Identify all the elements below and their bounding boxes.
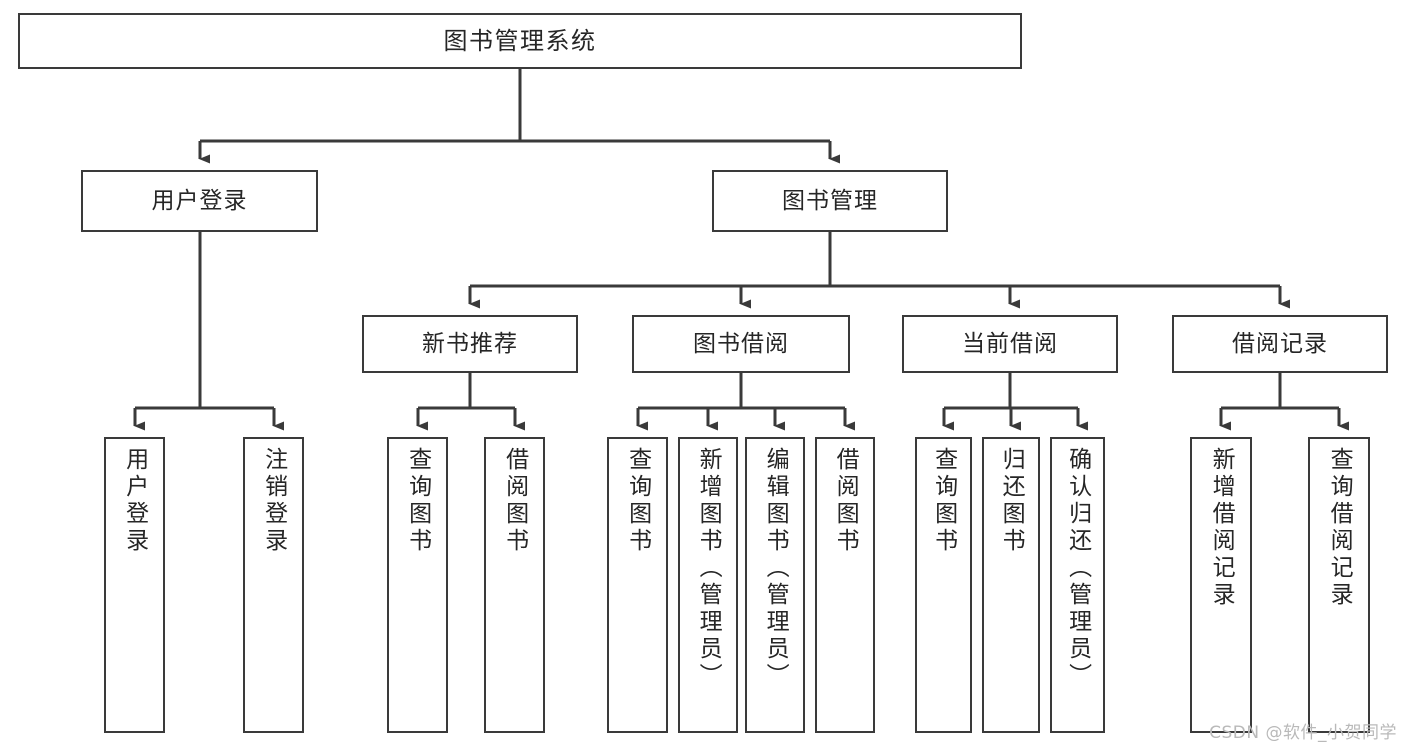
node-label: 图书借阅 bbox=[693, 330, 789, 357]
node-label: 新书推荐 bbox=[422, 330, 518, 357]
node-label: 查询图书 bbox=[624, 447, 651, 555]
node-label: 当前借阅 bbox=[962, 330, 1058, 357]
node-leaf-logout[interactable]: 注销登录 bbox=[243, 437, 304, 733]
node-label: 编辑图书（管理员） bbox=[762, 447, 789, 690]
node-leaf-add-record[interactable]: 新增借阅记录 bbox=[1190, 437, 1252, 733]
node-leaf-query-book-1[interactable]: 查询图书 bbox=[387, 437, 448, 733]
node-label: 用户登录 bbox=[121, 447, 148, 555]
node-leaf-confirm-return[interactable]: 确认归还（管理员） bbox=[1050, 437, 1105, 733]
node-leaf-add-book[interactable]: 新增图书（管理员） bbox=[678, 437, 738, 733]
node-leaf-edit-book[interactable]: 编辑图书（管理员） bbox=[745, 437, 805, 733]
node-label: 归还图书 bbox=[998, 447, 1025, 555]
node-label: 借阅图书 bbox=[832, 447, 859, 555]
node-label: 新增图书（管理员） bbox=[695, 447, 722, 690]
node-leaf-borrow-book-2[interactable]: 借阅图书 bbox=[815, 437, 875, 733]
node-label: 借阅图书 bbox=[501, 447, 528, 555]
node-label: 查询图书 bbox=[404, 447, 431, 555]
node-l3-book-borrow[interactable]: 图书借阅 bbox=[632, 315, 850, 373]
node-l2-user-login[interactable]: 用户登录 bbox=[81, 170, 318, 232]
node-label: 注销登录 bbox=[260, 447, 287, 555]
node-label: 借阅记录 bbox=[1232, 330, 1328, 357]
node-label: 查询图书 bbox=[930, 447, 957, 555]
node-label: 图书管理 bbox=[782, 187, 878, 214]
node-l2-book-manage[interactable]: 图书管理 bbox=[712, 170, 948, 232]
node-leaf-return-book[interactable]: 归还图书 bbox=[982, 437, 1040, 733]
node-leaf-query-book-2[interactable]: 查询图书 bbox=[607, 437, 668, 733]
node-leaf-query-book-3[interactable]: 查询图书 bbox=[915, 437, 972, 733]
node-l3-new-book-rec[interactable]: 新书推荐 bbox=[362, 315, 578, 373]
node-label: 用户登录 bbox=[151, 187, 248, 214]
node-label: 图书管理系统 bbox=[443, 27, 597, 55]
node-label: 查询借阅记录 bbox=[1326, 447, 1353, 609]
node-label: 确认归还（管理员） bbox=[1064, 447, 1091, 690]
node-leaf-borrow-book-1[interactable]: 借阅图书 bbox=[484, 437, 545, 733]
node-l3-borrow-record[interactable]: 借阅记录 bbox=[1172, 315, 1388, 373]
node-root[interactable]: 图书管理系统 bbox=[18, 13, 1022, 69]
node-leaf-query-record[interactable]: 查询借阅记录 bbox=[1308, 437, 1370, 733]
node-l3-current-borrow[interactable]: 当前借阅 bbox=[902, 315, 1118, 373]
node-leaf-user-login[interactable]: 用户登录 bbox=[104, 437, 165, 733]
node-label: 新增借阅记录 bbox=[1208, 447, 1235, 609]
